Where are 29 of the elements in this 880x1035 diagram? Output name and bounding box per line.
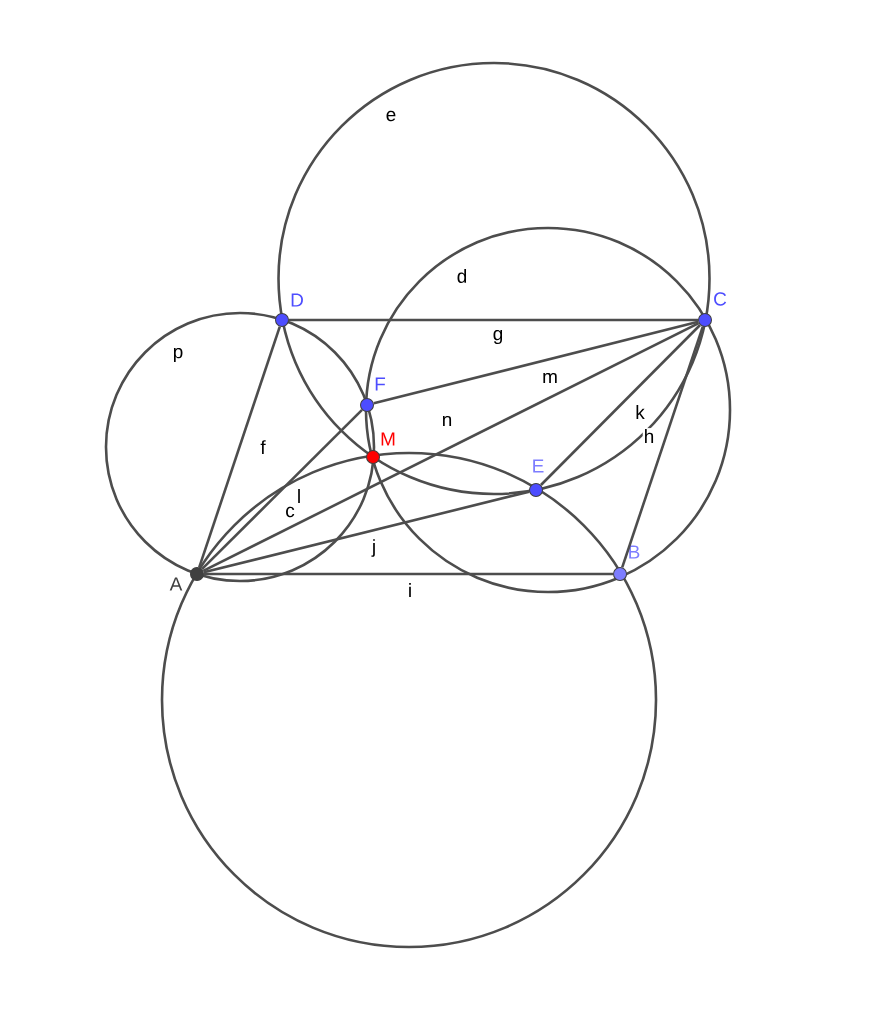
object-label: d: [455, 268, 469, 284]
line-segment: [621, 326, 705, 568]
edge-label: f: [259, 439, 267, 455]
edge-label: j: [370, 538, 378, 558]
point-label: A: [169, 577, 183, 591]
line-segment: [204, 572, 613, 576]
line-segment: [373, 320, 699, 405]
edge-label: m: [541, 371, 559, 385]
point-label: E: [533, 459, 544, 473]
edge-label: k: [634, 404, 646, 420]
edge-label: i: [406, 582, 414, 598]
edge-label: l: [295, 488, 303, 504]
edge-label: g: [491, 328, 505, 346]
object-label: h: [642, 428, 656, 444]
line-segment: [201, 409, 363, 570]
point-label: C: [714, 292, 727, 306]
line-segment: [540, 324, 701, 486]
object-label: p: [171, 346, 185, 364]
line-segment: [203, 490, 530, 574]
object-label: c: [284, 505, 296, 519]
point-label: D: [291, 293, 303, 307]
point-label: B: [629, 545, 640, 559]
line-segment: [198, 326, 281, 568]
point-label: M: [381, 432, 395, 446]
object-label: e: [384, 109, 398, 123]
edge-label: n: [440, 414, 454, 428]
line-segment: [289, 318, 698, 322]
line-segment: [202, 321, 700, 573]
point-label: F: [375, 377, 386, 391]
